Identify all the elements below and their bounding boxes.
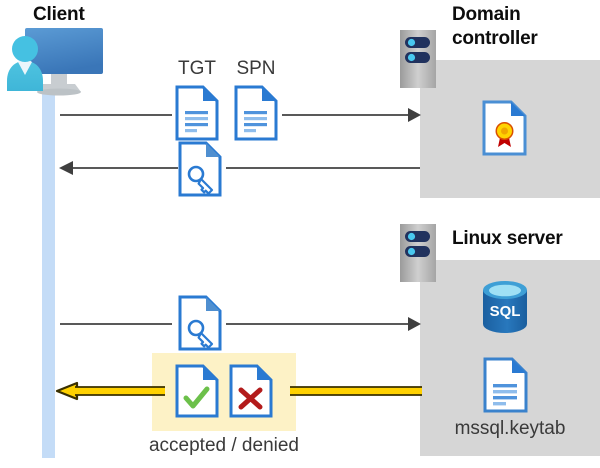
domain-controller-label: Domain controller xyxy=(452,3,600,51)
keytab-filename-label: mssql.keytab xyxy=(454,418,566,439)
certificate-document-icon xyxy=(482,100,528,156)
client-computer-user-icon xyxy=(5,25,110,100)
domain-controller-server-rack-icon xyxy=(398,28,440,90)
tgt-label: TGT xyxy=(178,58,216,79)
accepted-denied-highlight xyxy=(152,353,296,431)
ticket-key-document-icon-1 xyxy=(178,141,222,197)
denied-document-icon xyxy=(229,364,273,418)
linux-server-label: Linux server xyxy=(452,228,563,249)
ticket-key-document-icon-2 xyxy=(178,295,222,351)
message-3-line-left xyxy=(60,323,172,325)
keytab-document-icon xyxy=(483,357,529,413)
domain-controller-label-line1: Domain xyxy=(452,4,521,25)
sql-database-icon: SQL xyxy=(481,281,529,333)
spn-label: SPN xyxy=(236,58,276,79)
message-4-bar-right xyxy=(290,378,422,404)
message-1-arrow-right xyxy=(282,106,422,124)
spn-document-icon xyxy=(234,85,278,141)
sql-database-label: SQL xyxy=(490,303,521,320)
message-1-line-left xyxy=(60,114,172,116)
linux-server-server-rack-icon xyxy=(398,222,440,284)
message-2-arrow-left xyxy=(58,159,178,177)
message-4-arrow-left xyxy=(55,378,165,404)
message-3-arrow-right xyxy=(226,315,422,333)
client-lifeline xyxy=(42,88,55,458)
client-label: Client xyxy=(33,4,85,25)
message-2-line-right xyxy=(226,167,420,169)
tgt-document-icon xyxy=(175,85,219,141)
domain-controller-label-line2: controller xyxy=(452,28,538,49)
accepted-denied-caption: accepted / denied xyxy=(148,435,299,456)
accepted-document-icon xyxy=(175,364,219,418)
